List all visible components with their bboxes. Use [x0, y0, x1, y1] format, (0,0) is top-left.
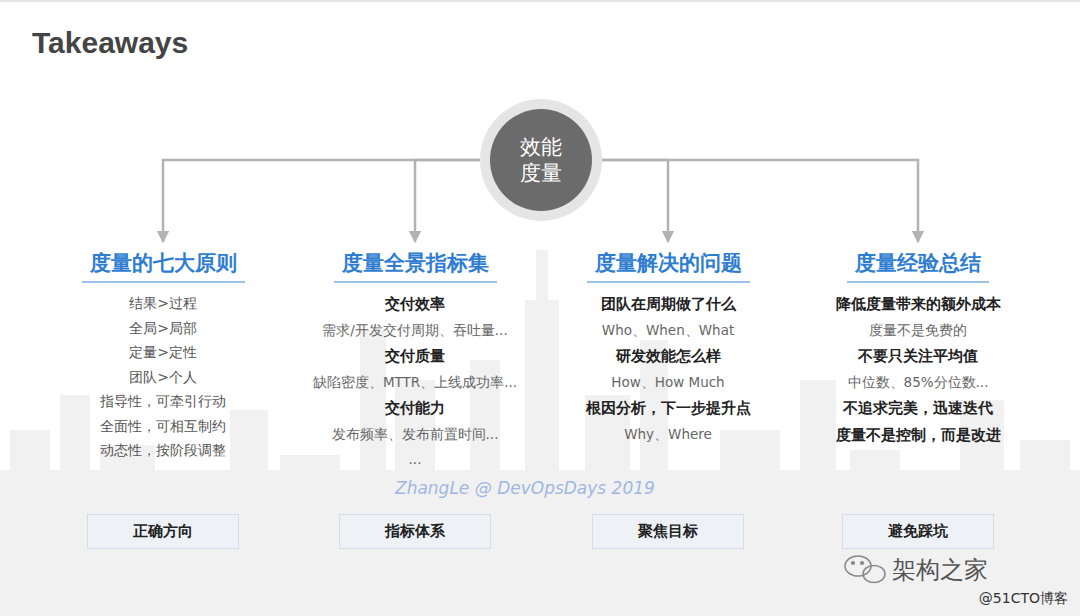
column-item: 不追求完美，迅速迭代	[788, 395, 1048, 422]
watermark: ZhangLe @ DevOpsDays 2019	[395, 478, 655, 498]
column-item: 需求/开发交付周期、吞吐量...	[285, 318, 545, 343]
summary-label: 避免踩坑	[888, 522, 948, 541]
column-item: 全局>局部	[33, 316, 293, 341]
column-item: 结果>过程	[33, 291, 293, 316]
site-watermark: @51CTO博客	[979, 590, 1068, 608]
column-item: 度量不是控制，而是改进	[788, 422, 1048, 449]
connector-arrow	[602, 160, 918, 242]
summary-box: 聚焦目标	[592, 514, 744, 549]
summary-label: 指标体系	[385, 522, 445, 541]
column-item: 降低度量带来的额外成本	[788, 291, 1048, 318]
circle-label: 效能 度量	[517, 134, 565, 186]
topic-column: 度量的七大原则结果>过程全局>局部定量>定性团队>个人指导性，可牵引行动全面性，…	[33, 248, 293, 463]
column-heading: 度量全景指标集	[334, 248, 497, 283]
column-heading: 度量经验总结	[847, 248, 989, 283]
column-item: 动态性，按阶段调整	[33, 438, 293, 463]
column-item: 度量不是免费的	[788, 318, 1048, 343]
circle-shape	[479, 98, 603, 222]
topic-column: 度量经验总结降低度量带来的额外成本度量不是免费的不要只关注平均值中位数、85%分…	[788, 248, 1048, 449]
column-item: 发布频率、发布前置时间...	[285, 422, 545, 447]
summary-box: 正确方向	[87, 514, 239, 549]
column-item: Who、When、What	[538, 318, 798, 343]
center-circle: 效能 度量	[479, 98, 603, 222]
column-heading: 度量解决的问题	[587, 248, 750, 283]
brand-watermark: 架构之家	[892, 554, 988, 586]
column-item: ...	[285, 447, 545, 472]
column-item: 研发效能怎么样	[538, 343, 798, 370]
column-item: 团队在周期做了什么	[538, 291, 798, 318]
column-item: 中位数、85%分位数...	[788, 370, 1048, 395]
column-item: 交付质量	[285, 343, 545, 370]
column-item: 交付能力	[285, 395, 545, 422]
connector-arrow	[163, 160, 480, 242]
summary-box: 避免踩坑	[842, 514, 994, 549]
column-item: 根因分析，下一步提升点	[538, 395, 798, 422]
column-item: 缺陷密度、MTTR、上线成功率...	[285, 370, 545, 395]
summary-box: 指标体系	[339, 514, 491, 549]
column-item: How、How Much	[538, 370, 798, 395]
connector-arrow	[415, 160, 480, 242]
column-item: 交付效率	[285, 291, 545, 318]
column-item: Why、Where	[538, 422, 798, 447]
connector-arrow	[602, 160, 668, 242]
summary-label: 正确方向	[133, 522, 193, 541]
column-heading: 度量的七大原则	[82, 248, 245, 283]
summary-label: 聚焦目标	[638, 522, 698, 541]
wechat-icon	[845, 556, 885, 583]
column-item: 团队>个人	[33, 365, 293, 390]
column-item: 全面性，可相互制约	[33, 414, 293, 439]
column-item: 指导性，可牵引行动	[33, 389, 293, 414]
topic-column: 度量解决的问题团队在周期做了什么Who、When、What研发效能怎么样How、…	[538, 248, 798, 447]
topic-column: 度量全景指标集交付效率需求/开发交付周期、吞吐量...交付质量缺陷密度、MTTR…	[285, 248, 545, 472]
page-title: Takeaways	[32, 26, 188, 60]
column-item: 不要只关注平均值	[788, 343, 1048, 370]
column-item: 定量>定性	[33, 340, 293, 365]
